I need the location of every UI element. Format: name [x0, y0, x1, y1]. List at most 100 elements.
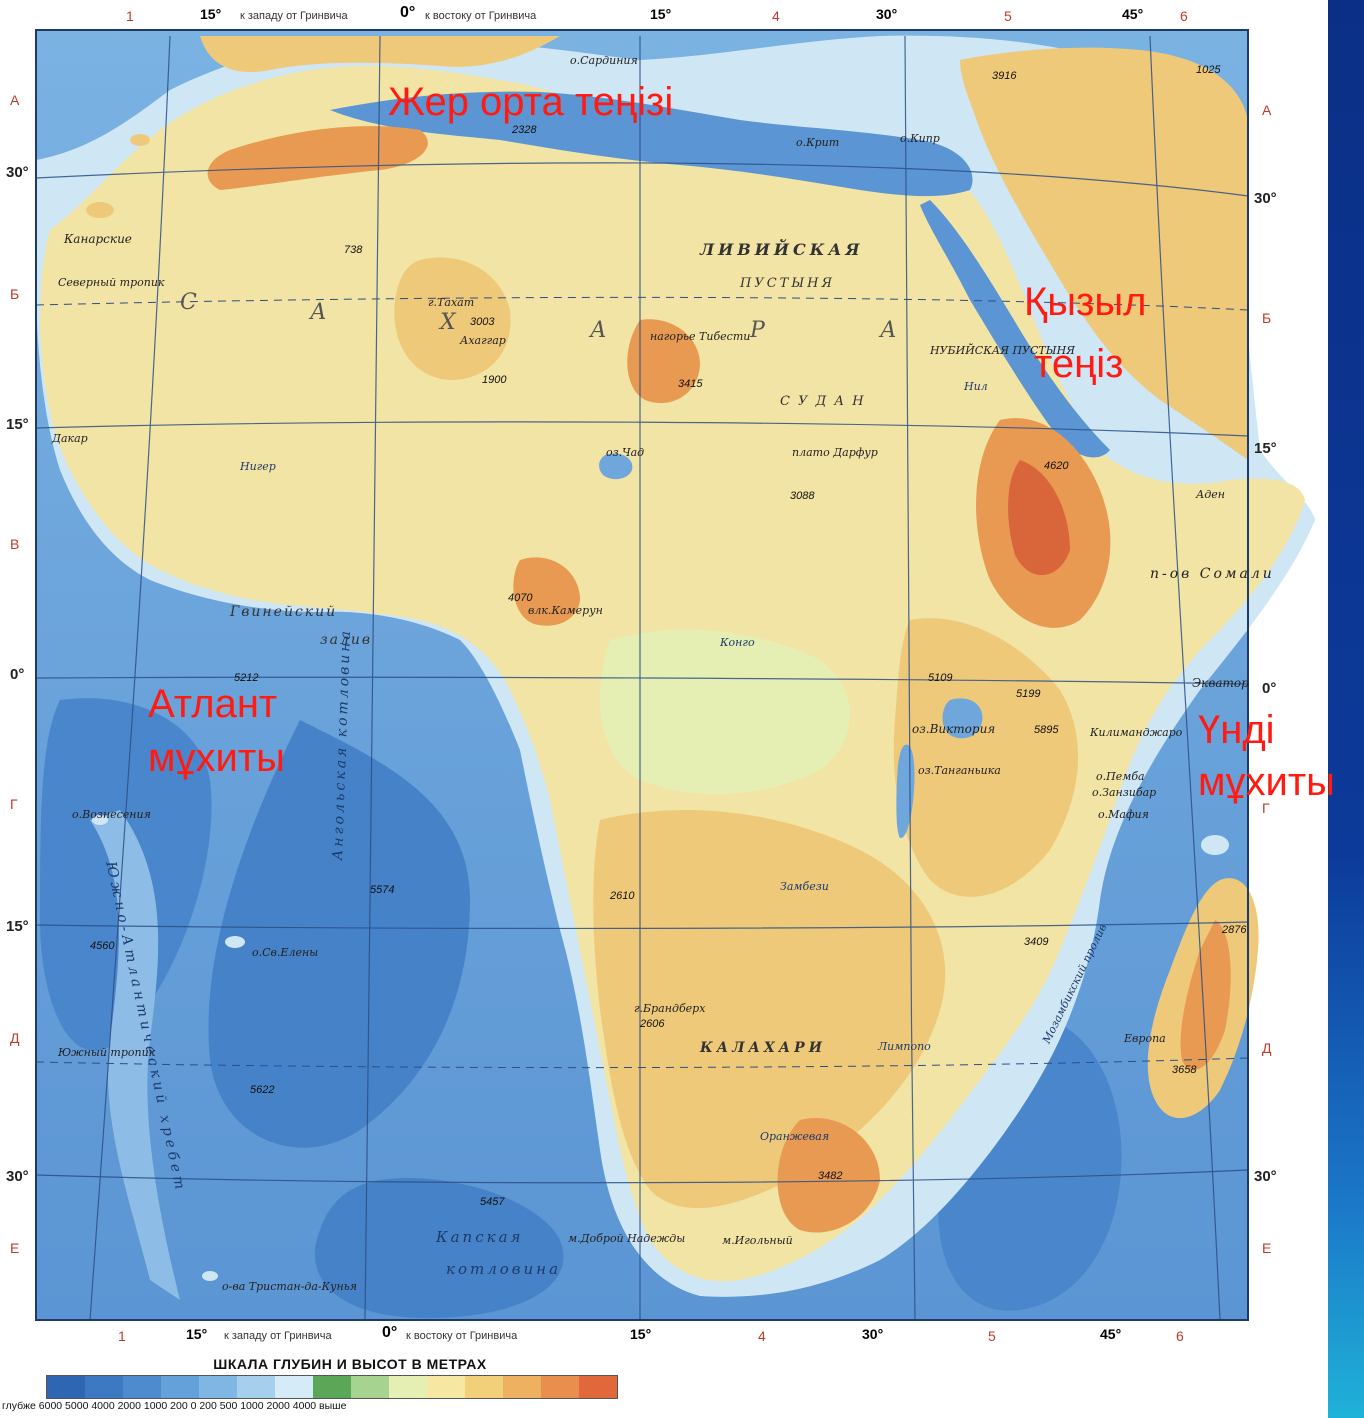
mediterranean-sea	[330, 91, 973, 197]
elevation-label: 5457	[480, 1196, 505, 1208]
atlantic-ocean-label-line1: Атлант	[148, 682, 278, 726]
column-number-6-bottom: 6	[1176, 1328, 1184, 1344]
mid-ocean-ridge	[90, 810, 180, 1300]
kalahari-label: КАЛАХАРИ	[700, 1040, 826, 1056]
row-letter-d-right: Д	[1262, 1040, 1272, 1056]
row-letter-g-right: Г	[1262, 800, 1270, 816]
sahara-letter-6: А	[880, 318, 897, 343]
depth-height-scale-bar	[46, 1375, 618, 1399]
equator-label: Экватор	[1192, 676, 1249, 690]
bottom-west-text: к западу от Гринвича	[224, 1330, 332, 1342]
agulhas-label: м.Игольный	[722, 1234, 793, 1247]
ahaggar-label: Ахаггар	[460, 334, 506, 347]
good-hope-label: м.Доброй Надежды	[568, 1232, 686, 1245]
elevation-label: 2610	[610, 890, 635, 902]
ahaggar-highland	[394, 257, 511, 380]
tropics	[35, 296, 1249, 1069]
dakar-label: Дакар	[52, 432, 88, 445]
crete-label: о.Крит	[796, 136, 840, 149]
cameroon-highland	[513, 557, 580, 626]
bottom-deg45: 45°	[1100, 1326, 1122, 1342]
zanzibar-label: о.Занзибар	[1092, 786, 1157, 799]
lat-15n-right: 15°	[1254, 440, 1277, 457]
row-letter-e-left: Е	[10, 1240, 20, 1256]
bottom-east-text: к востоку от Гринвича	[406, 1330, 518, 1342]
europa-label: Европа	[1124, 1032, 1166, 1045]
column-number-4-bottom: 4	[758, 1328, 766, 1344]
column-number-1-top: 1	[126, 8, 134, 24]
elevation-label: 3409	[1024, 936, 1049, 948]
elevation-label: 1900	[482, 374, 507, 386]
angola-basin-deep	[208, 720, 470, 1148]
scale-swatch	[313, 1376, 351, 1398]
lat-30s-right: 30°	[1254, 1168, 1277, 1185]
atlantic-ocean-label-line2: мұхиты	[148, 736, 285, 780]
row-letter-v-left: В	[10, 536, 20, 552]
congo-label: Конго	[720, 636, 755, 649]
row-letter-b-left: Б	[10, 286, 20, 302]
scale-swatch	[579, 1376, 617, 1398]
scale-swatch	[47, 1376, 85, 1398]
madeira	[130, 134, 150, 146]
scale-swatch	[85, 1376, 123, 1398]
bottom-deg30: 30°	[862, 1326, 884, 1342]
elevation-label: 4620	[1044, 460, 1069, 472]
tibesti-label: нагорье Тибести	[650, 330, 751, 343]
zambezi-label: Замбези	[780, 880, 829, 893]
map-frame	[35, 29, 1249, 1321]
comoros	[1201, 835, 1229, 855]
sahara-letter-2: А	[310, 300, 327, 325]
guinea-gulf-label-2: залив	[320, 632, 373, 648]
elevation-label: 1025	[1196, 64, 1221, 76]
bottom-deg0: 0°	[382, 1324, 398, 1341]
scale-values: глубже 6000 5000 4000 2000 1000 200 0 20…	[2, 1400, 347, 1412]
southern-plateau	[593, 810, 946, 1209]
top-deg15-west: 15°	[200, 6, 222, 22]
indian-ocean-label-line1: Үнді	[1198, 708, 1275, 752]
cape-basin-label-2: котловина	[446, 1260, 562, 1278]
drakensberg	[777, 1118, 880, 1233]
scale-swatch	[275, 1376, 313, 1398]
south-tropic-label: Южный тропик	[58, 1046, 156, 1059]
elevation-label: 2606	[640, 1018, 665, 1030]
africa-physical-map	[35, 29, 1315, 1321]
elevation-label: 2876	[1222, 924, 1247, 936]
victoria-label: оз.Виктория	[912, 722, 996, 736]
slide-side-bar	[1328, 0, 1364, 1418]
scale-swatch	[427, 1376, 465, 1398]
bottom-deg15-east: 15°	[630, 1326, 652, 1342]
indian-ocean-label-line2: мұхиты	[1198, 760, 1335, 804]
nile-label: Нил	[964, 380, 988, 393]
lat-0-left: 0°	[10, 666, 25, 683]
tibesti-highland	[627, 319, 700, 404]
elevation-label: 5895	[1034, 724, 1059, 736]
row-letter-a-left: А	[10, 92, 20, 108]
st-helena-label: о.Св.Елены	[252, 946, 319, 959]
elevation-label: 4560	[90, 940, 115, 952]
scale-swatch	[123, 1376, 161, 1398]
guinea-gulf-label-1: Гвинейский	[230, 604, 338, 620]
sahara-letter-4: А	[590, 318, 607, 343]
mafia-label: о.Мафия	[1098, 808, 1149, 821]
cameroon-label: влк.Камерун	[528, 604, 603, 617]
aden-label: Аден	[1196, 488, 1226, 501]
cyprus-label: о.Кипр	[900, 132, 940, 145]
scale-swatch	[541, 1376, 579, 1398]
sahara-letter-3: Х	[440, 310, 456, 335]
elevation-label: 3482	[818, 1170, 843, 1182]
elevation-label: 5212	[234, 672, 259, 684]
cape-basin-deep	[314, 1178, 564, 1319]
elevation-label: 3658	[1172, 1064, 1197, 1076]
graticule	[35, 35, 1249, 1321]
scale-title: ШКАЛА ГЛУБИН И ВЫСОТ В МЕТРАХ	[213, 1356, 487, 1372]
sardinia-label: о.Сардиния	[570, 54, 638, 67]
lat-0-right: 0°	[1262, 680, 1277, 697]
elevation-label: 5109	[928, 672, 953, 684]
row-letter-d-left: Д	[10, 1030, 20, 1046]
tristan-island	[202, 1271, 218, 1281]
elevation-label: 5622	[250, 1084, 275, 1096]
somali-label: п-ов Сомали	[1150, 566, 1275, 582]
ascension-label: о.Вознесения	[72, 808, 151, 821]
desert-word-label: ПУСТЫНЯ	[740, 276, 835, 291]
